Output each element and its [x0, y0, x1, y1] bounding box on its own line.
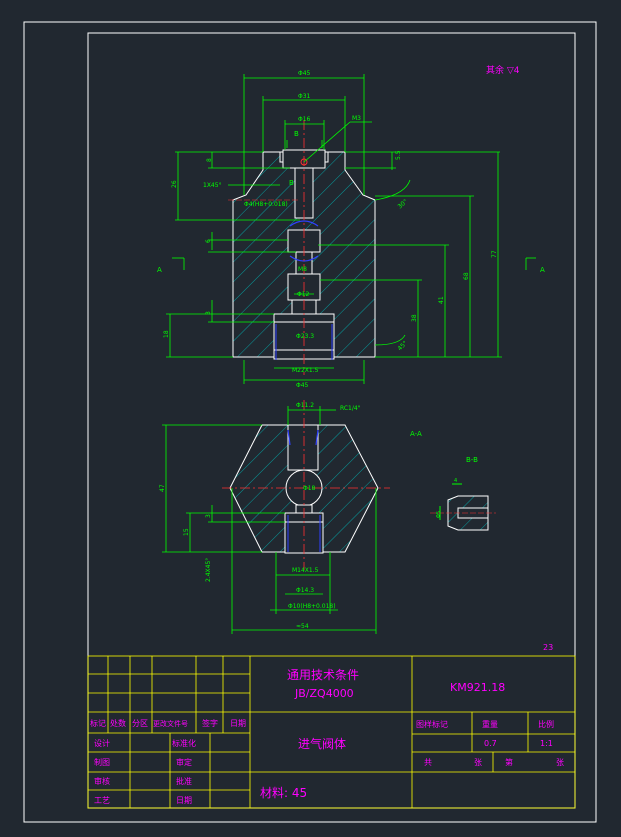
dim-d54: ≈54 [296, 623, 309, 630]
dim-d77: 77 [491, 250, 498, 258]
stage-label: 图样标记 [416, 719, 448, 729]
page-number: 23 [543, 643, 553, 652]
dim-rc: RC1/4" [340, 405, 361, 412]
roughness-note: 其余 ▽4 [486, 64, 520, 76]
dim-d18b: Φ18 [303, 485, 316, 492]
dim-d31: Φ31 [298, 93, 311, 100]
title-block [87, 655, 576, 809]
dim-d10: Φ10(H8+0.018) [288, 603, 336, 610]
scale-label: 比例 [538, 719, 554, 729]
label-view-b-top: B [294, 130, 299, 138]
rev-header-sign: 签字 [202, 718, 218, 728]
dim-d8: 8 [206, 158, 213, 162]
dim-d26: 26 [171, 180, 178, 188]
row-date: 日期 [176, 796, 192, 805]
sheets-unit: 张 [474, 758, 482, 767]
part-name: 进气阀体 [298, 736, 346, 751]
row-standard: 标准化 [172, 738, 196, 748]
dim-d24: 2.4X45° [205, 558, 212, 582]
section-bb-view: B-B Φ5 4 [430, 456, 496, 531]
section-aa-view: Φ11.2 RC1/4" 47 3 15 2.4X45° Φ18 M14X1.5… [159, 400, 422, 634]
dim-m3: M3 [352, 115, 361, 122]
dim-d18: 18 [163, 330, 170, 338]
dim-d3: 3 [205, 311, 212, 315]
dim-d15: 15 [183, 528, 190, 536]
material: 材料: 45 [260, 786, 307, 800]
rev-header-date: 日期 [230, 719, 246, 728]
scale-value: 1:1 [540, 739, 553, 748]
dim-bb-4: 4 [454, 478, 457, 484]
rev-header-count: 处数 [110, 718, 126, 728]
dim-d41: 41 [438, 296, 445, 304]
main-view: Φ45 Φ31 Φ16 M3 8 5.5 26 1X45° 30° Φ4(H8+… [157, 70, 545, 389]
dim-d3b: 3 [205, 514, 212, 518]
label-view-a-left: A [157, 266, 162, 274]
dim-d12: Φ12 [297, 291, 310, 298]
row-process: 工艺 [94, 796, 110, 805]
label-section-bb: B-B [466, 456, 478, 464]
dim-d38: 38 [411, 314, 418, 322]
dim-angle30: 30° [397, 198, 410, 210]
rev-header-zone: 分区 [132, 719, 148, 728]
dim-d5-5: 5.5 [395, 150, 402, 160]
dim-d45-bottom: Φ45 [296, 382, 309, 389]
tech-req-line2: JB/ZQ4000 [294, 687, 354, 700]
dim-bb-d5: Φ5 [436, 511, 442, 518]
sheet-no: 第 [505, 757, 513, 767]
row-check: 审核 [94, 776, 110, 786]
row-review: 审定 [176, 757, 192, 767]
dim-d23-3: Φ23.3 [296, 333, 314, 340]
rev-header-mark: 标记 [90, 718, 106, 728]
dim-d14-3: Φ14.3 [296, 587, 314, 594]
sheet-unit: 张 [556, 758, 564, 767]
outer-border [23, 21, 597, 823]
sheets-total: 共 [424, 758, 432, 767]
dim-phi4: Φ4(H8+0.018) [244, 201, 288, 208]
dim-m14: M14X1.5 [292, 567, 319, 574]
weight-label: 重量 [482, 719, 498, 729]
rev-header-doc: 更改文件号 [153, 719, 188, 728]
main-dimension-lines [166, 74, 536, 384]
dim-d68: 68 [463, 272, 470, 280]
row-design: 设计 [94, 738, 110, 748]
dim-m8: M8 [298, 266, 307, 273]
label-section-aa: A-A [410, 430, 422, 438]
dim-m22: M22X1.5 [292, 367, 319, 374]
dim-d45-top: Φ45 [298, 70, 311, 77]
drawing-number: KM921.18 [450, 681, 505, 694]
label-view-a-right: A [540, 266, 545, 274]
dim-angle45: 45° [396, 340, 408, 352]
row-draft: 制图 [94, 757, 110, 767]
dim-d11-2: Φ11.2 [296, 402, 314, 409]
weight-value: 0.7 [484, 739, 497, 748]
dim-d47: 47 [159, 484, 166, 492]
dim-d6: 6 [205, 239, 212, 243]
dim-chamfer: 1X45° [203, 182, 222, 189]
tech-req-line1: 通用技术条件 [287, 668, 359, 682]
dim-d16: Φ16 [298, 116, 311, 123]
row-approve: 批准 [176, 776, 192, 786]
label-view-b-mid: B [289, 179, 294, 187]
